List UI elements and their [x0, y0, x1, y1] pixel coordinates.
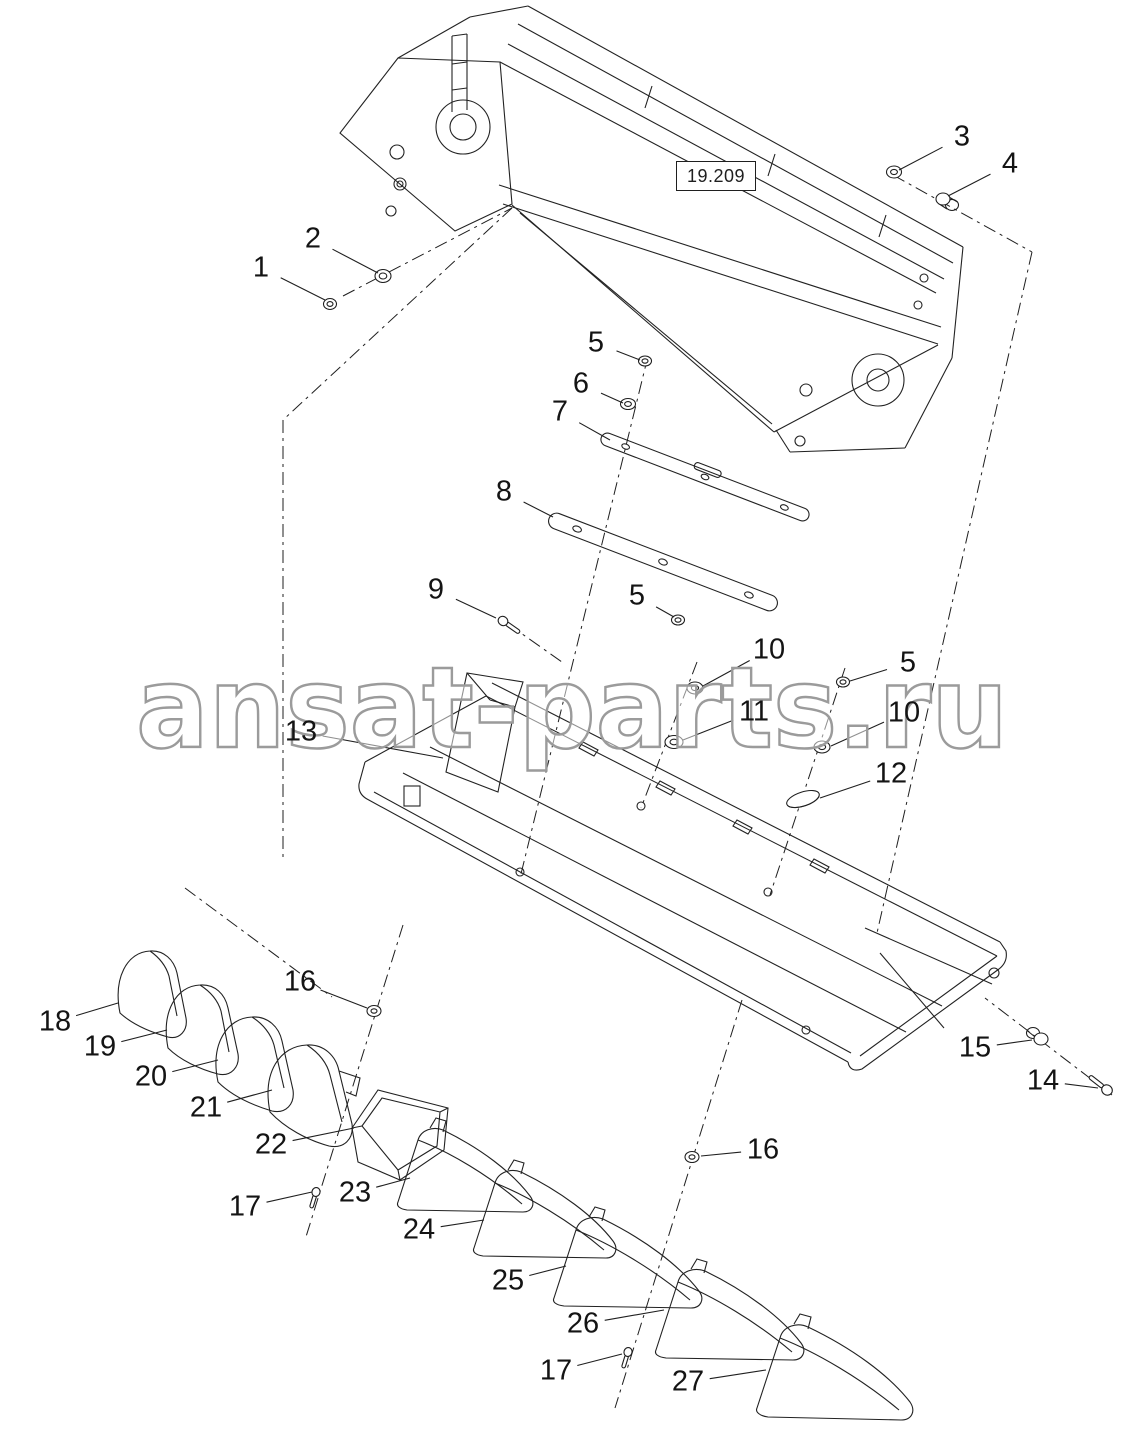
leader-line-12 — [819, 780, 871, 799]
leader-line-11 — [682, 719, 734, 741]
grommet-part-16a — [366, 1004, 382, 1018]
leader-line-16 — [700, 1151, 742, 1157]
washer-part-11 — [664, 734, 684, 750]
paddle-part-25 — [552, 1206, 703, 1309]
paddle-part-21 — [267, 1044, 361, 1148]
leader-line-17 — [577, 1353, 623, 1367]
leader-line-9 — [455, 598, 497, 619]
washer-part-2 — [374, 268, 392, 284]
screw-part-17a — [309, 1186, 321, 1209]
leader-line-7 — [578, 422, 611, 441]
bolt-part-9 — [497, 615, 521, 634]
paddle-part-27 — [756, 1313, 914, 1421]
frame-assembly — [339, 5, 964, 453]
leader-line-6 — [600, 392, 624, 404]
paddle-part-22 — [351, 1089, 449, 1181]
leader-line-20 — [172, 1059, 219, 1073]
screw-part-17b — [621, 1346, 633, 1369]
watermark: ansat-parts.ru — [136, 644, 1008, 774]
paddle-part-20 — [215, 1016, 294, 1113]
leader-line-24 — [440, 1219, 485, 1228]
spacer-part-12 — [786, 789, 820, 809]
strap-parts — [548, 432, 810, 612]
leader-line-8 — [523, 501, 554, 518]
nut-part-1 — [322, 297, 338, 311]
bushing-part-15 — [1025, 1026, 1049, 1046]
grommet-part-16b — [684, 1150, 700, 1164]
leader-line-10 — [830, 721, 885, 747]
leader-line-15 — [996, 1039, 1033, 1046]
leader-line-18 — [75, 1002, 119, 1017]
washer-part-10b — [813, 740, 831, 754]
leader-line-25 — [529, 1265, 567, 1277]
leader-line-5 — [849, 668, 888, 682]
leader-line-3 — [898, 146, 943, 171]
fasteners — [309, 165, 1113, 1369]
leader-line-4 — [947, 173, 991, 197]
washer-part-3 — [885, 165, 903, 179]
paddle-part-26 — [654, 1258, 805, 1361]
section-ref-label: 19.209 — [676, 161, 756, 191]
leader-line-1 — [280, 277, 326, 301]
leader-line-13 — [322, 735, 444, 759]
leader-line-14 — [1064, 1083, 1099, 1089]
bushing-part-4 — [935, 192, 960, 212]
leader-line-16 — [320, 989, 368, 1009]
leader-line-26 — [604, 1309, 665, 1321]
paddle-part-18 — [117, 950, 187, 1039]
washer-part-6 — [619, 397, 637, 411]
grommet-part-10a — [686, 681, 704, 695]
nut-part-5c — [835, 676, 851, 688]
leader-line-21 — [227, 1089, 273, 1103]
leader-line-23 — [376, 1177, 411, 1188]
paddle-part-19 — [165, 984, 239, 1076]
leader-line-19 — [121, 1029, 168, 1043]
leader-line-27 — [709, 1369, 767, 1380]
bolt-part-14 — [1088, 1075, 1113, 1096]
leader-line-17 — [266, 1191, 313, 1203]
leader-line-22 — [292, 1127, 355, 1142]
trough — [358, 672, 1007, 1071]
leader-line-10 — [702, 660, 750, 687]
paddle-part-23 — [396, 1117, 534, 1213]
paddle-part-24 — [472, 1159, 617, 1259]
nut-part-5b — [670, 614, 686, 626]
strap-part-8 — [548, 512, 778, 612]
leader-line-5 — [616, 350, 641, 361]
nut-part-5a — [637, 355, 653, 367]
callout-leader-lines — [75, 146, 1099, 1380]
leader-line-5 — [655, 606, 675, 618]
strap-part-7 — [600, 432, 810, 522]
leader-line-2 — [332, 248, 379, 274]
